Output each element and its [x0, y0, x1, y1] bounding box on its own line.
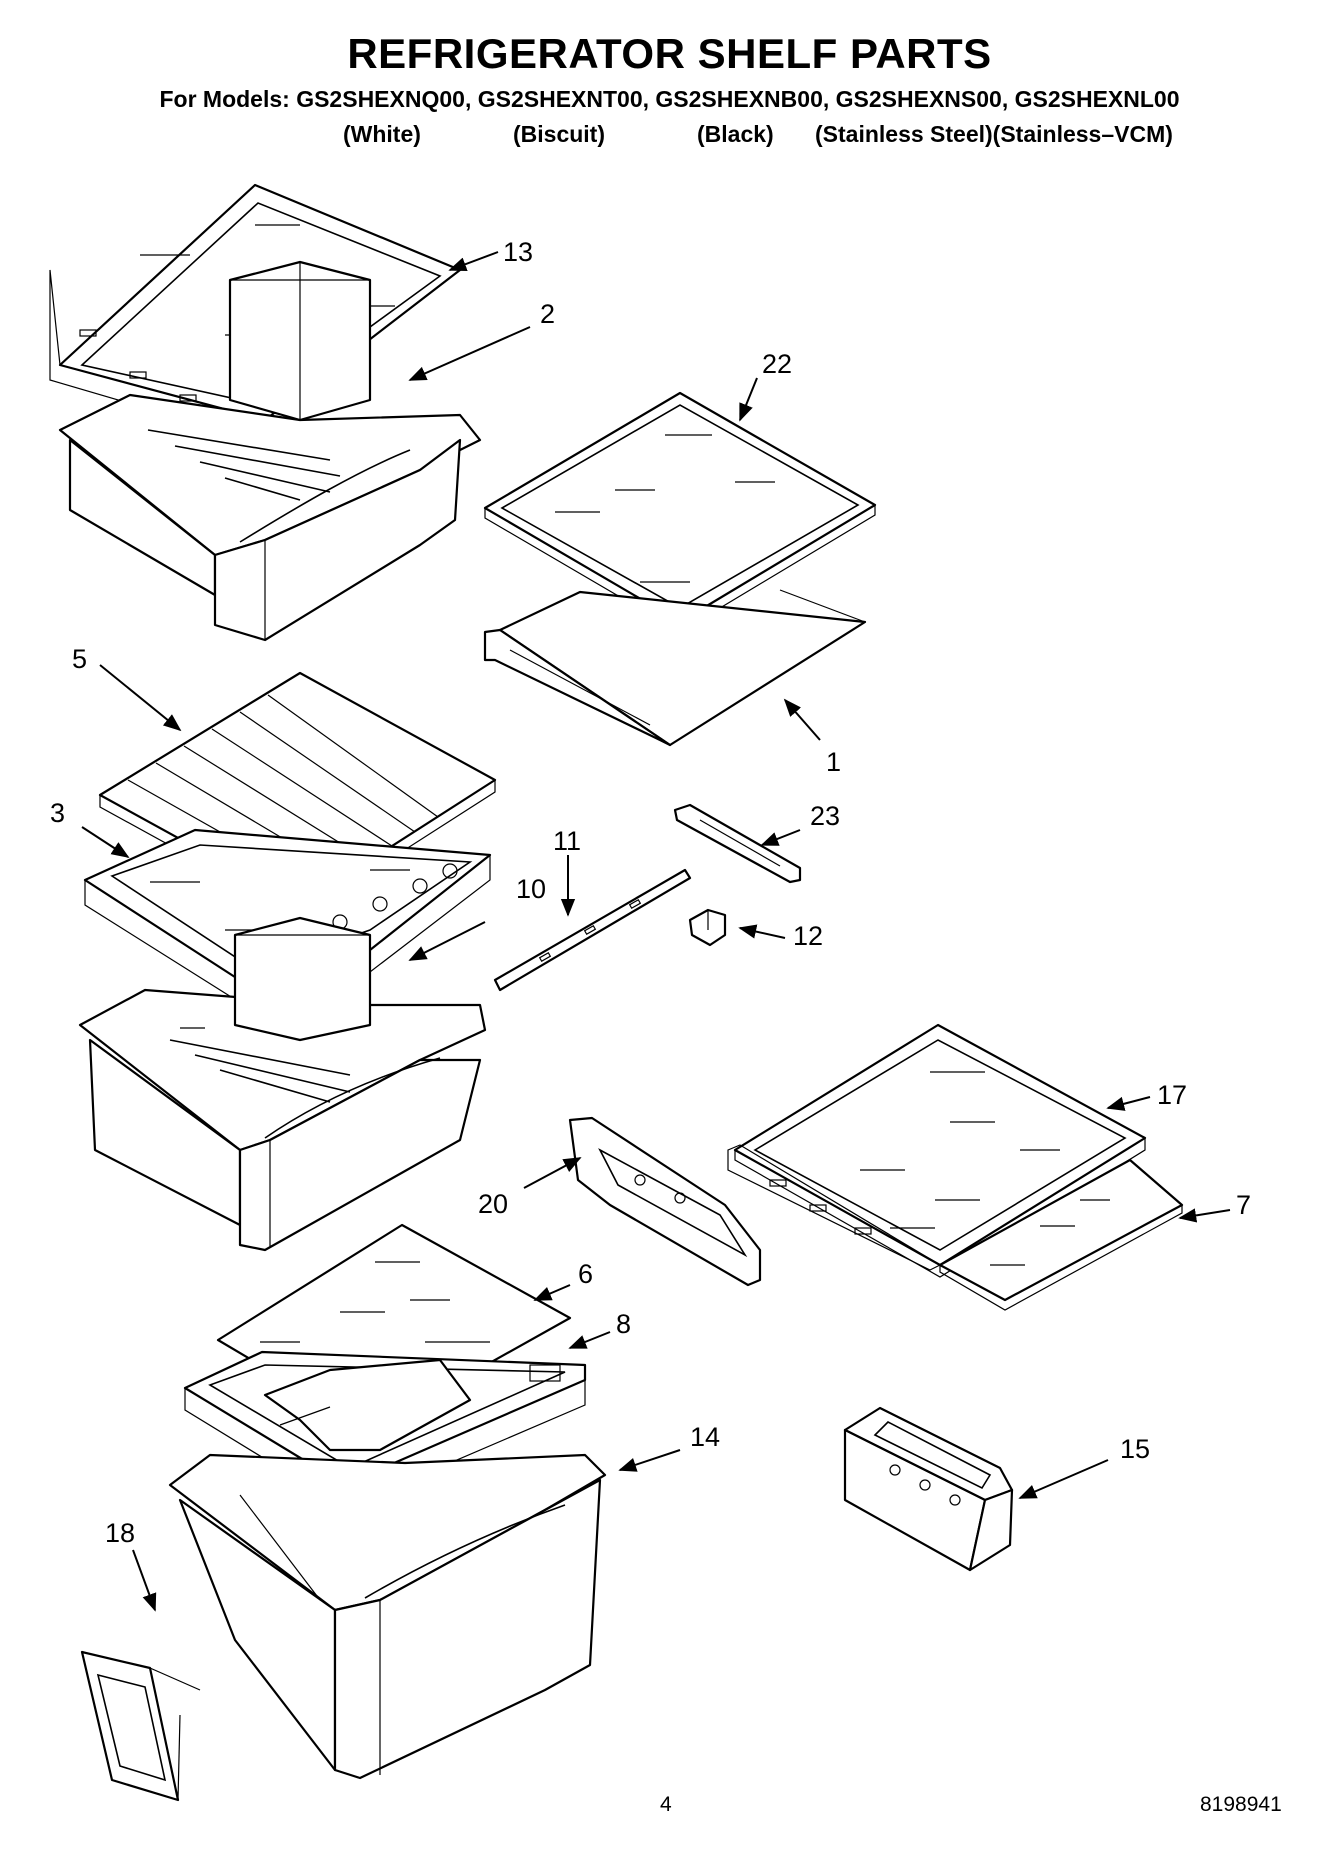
part-11-rail	[493, 868, 692, 992]
callout-14: 14	[690, 1422, 720, 1452]
part-10-crisper-drawer	[78, 916, 487, 1252]
callout-18: 18	[105, 1518, 135, 1548]
color-white: (White)	[343, 121, 421, 147]
leader-20	[523, 1157, 582, 1189]
part-20-shelf-bracket	[568, 1116, 762, 1287]
part-2-crisper-drawer	[58, 260, 482, 642]
callout-7: 7	[1236, 1190, 1251, 1220]
document-number: 8198941	[1200, 1793, 1282, 1816]
leader-6	[533, 1284, 571, 1301]
color-black: (Black)	[697, 121, 774, 147]
leader-23	[760, 829, 801, 846]
leader-18	[132, 1549, 157, 1612]
callout-17: 17	[1157, 1080, 1187, 1110]
callout-11: 11	[553, 826, 581, 856]
part-14-freezer-drawer	[168, 1453, 607, 1780]
callout-3: 3	[50, 798, 65, 828]
page-title: REFRIGERATOR SHELF PARTS	[347, 30, 992, 77]
leader-14	[618, 1449, 681, 1472]
part-23-rail	[673, 803, 802, 884]
leader-13	[448, 251, 499, 272]
leader-12	[738, 924, 786, 939]
leader-1	[783, 698, 821, 741]
callout-5: 5	[72, 644, 87, 674]
leader-2	[408, 326, 531, 381]
leader-22	[739, 377, 758, 422]
part-12-clip	[688, 908, 727, 947]
part-22-glass-shelf	[483, 391, 877, 633]
callout-15: 15	[1120, 1434, 1150, 1464]
part-18-label-holder	[80, 1650, 201, 1802]
part-17-glass-shelf	[733, 1023, 1147, 1278]
callout-2: 2	[540, 299, 555, 329]
part-8-crisper-cover-frame	[183, 1350, 587, 1510]
callout-12: 12	[793, 921, 823, 951]
callout-20: 20	[478, 1189, 508, 1219]
part-1-shelf-support	[483, 589, 867, 747]
leader-3	[81, 826, 130, 858]
callout-8: 8	[616, 1309, 631, 1339]
callout-23: 23	[810, 801, 840, 831]
part-3-crisper-cover-frame	[83, 828, 492, 1013]
callout-10: 10	[516, 874, 546, 904]
leader-5	[99, 664, 182, 732]
callout-22: 22	[762, 349, 792, 379]
callout-6: 6	[578, 1259, 593, 1289]
color-biscuit: (Biscuit)	[513, 121, 605, 147]
leader-8	[568, 1331, 611, 1349]
part-15-storage-bin	[843, 1406, 1014, 1572]
callout-13: 13	[503, 237, 533, 267]
leader-7	[1178, 1208, 1231, 1223]
leader-10	[408, 921, 486, 961]
part-7-sliding-shelf	[727, 1144, 1184, 1311]
page-number: 4	[660, 1793, 672, 1816]
color-stainless: (Stainless Steel)(Stainless–VCM)	[815, 121, 1173, 147]
leader-15	[1018, 1459, 1109, 1499]
leader-17	[1106, 1096, 1151, 1111]
models-line: For Models: GS2SHEXNQ00, GS2SHEXNT00, GS…	[159, 86, 1180, 112]
callout-1: 1	[826, 747, 841, 777]
